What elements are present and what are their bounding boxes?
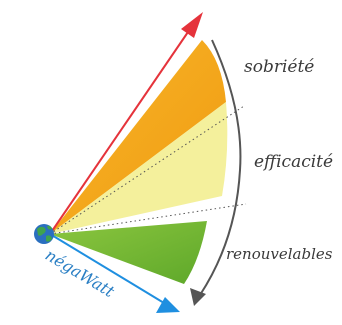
- red-arrow-head-icon: [181, 12, 203, 38]
- renouvelables-wedge: [50, 221, 207, 284]
- earth-globe-icon: [34, 224, 54, 244]
- divider-efficacite-renouvelables: [49, 203, 247, 235]
- sobriete-wedge: [50, 40, 226, 234]
- label-efficacite: efficacité: [254, 152, 333, 172]
- grey-curved-arrow: [199, 39, 242, 296]
- divider-sobriete-efficacite: [49, 105, 245, 235]
- grey-arrow-head-icon: [190, 288, 206, 306]
- efficacite-wedge: [50, 102, 228, 234]
- blue-arrow-shaft: [49, 233, 165, 304]
- label-sobriete: sobriété: [244, 57, 314, 77]
- blue-arrow-head-icon: [156, 297, 180, 313]
- red-arrow-shaft: [49, 31, 189, 235]
- label-renouvelables: renouvelables: [226, 245, 333, 263]
